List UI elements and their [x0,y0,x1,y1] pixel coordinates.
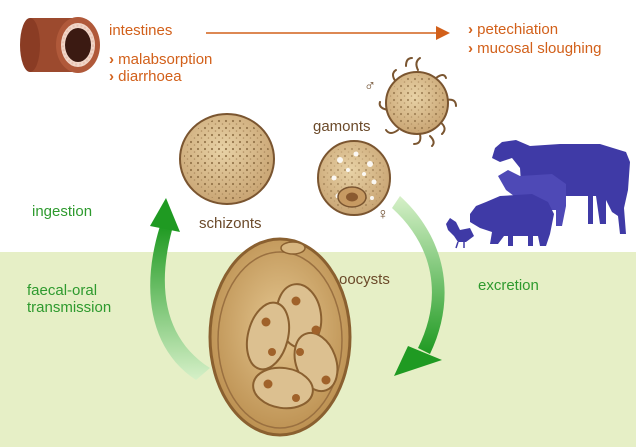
schizonts-label: schizonts [199,215,262,232]
gamonts-label: gamonts [313,118,371,135]
female-gamont-icon [317,140,391,216]
faecal-oral-label-line2: transmission [27,299,112,316]
schizont-cell-icon [179,113,275,205]
faecal-oral-label-line1: faecal-oral [27,282,98,299]
intestines-label: intestines [109,22,173,39]
effect-diarrhoea: diarrhoea [109,68,181,85]
pig-icon [470,194,554,246]
progression-arrow-icon [206,26,450,40]
male-gamont-icon [378,57,457,147]
ingestion-label: ingestion [32,203,93,220]
male-symbol: ♂ [364,78,376,95]
oocysts-label: oocysts [339,271,390,288]
intestine-icon [20,17,100,73]
female-symbol: ♀ [377,206,389,223]
ingestion-arrow-icon [150,198,210,380]
oocyst-icon [208,237,352,437]
excretion-arrow-icon [392,196,445,376]
livestock-group [446,140,630,249]
effect-petechiation: petechiation [468,21,558,38]
excretion-label: excretion [478,277,539,294]
chicken-icon [446,218,474,249]
effect-mucosal-sloughing: mucosal sloughing [468,40,601,57]
effect-malabsorption: malabsorption [109,51,212,68]
